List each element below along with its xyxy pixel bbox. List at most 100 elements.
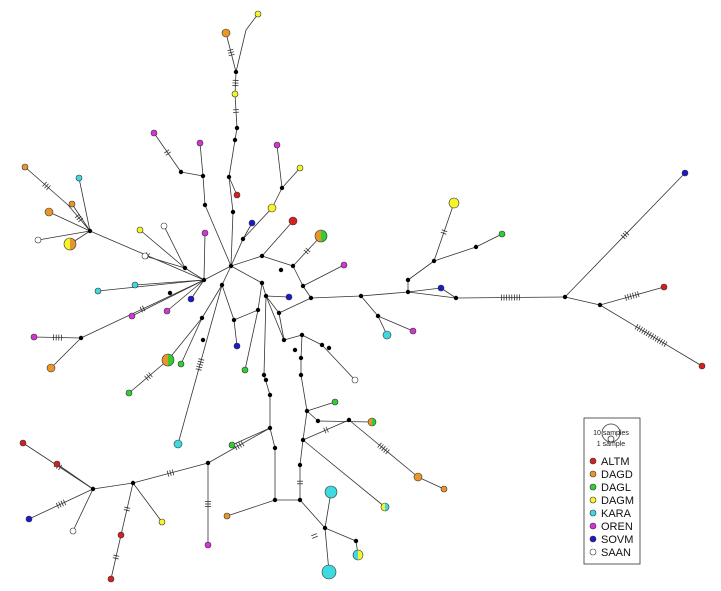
network-edge: [221, 265, 232, 286]
mutation-tick: [641, 328, 646, 334]
legend-label: ALTM: [601, 456, 630, 468]
haplotype-node: [285, 293, 293, 301]
haplotype-node: [131, 281, 139, 289]
network-edge: [321, 344, 356, 381]
median-vector-node: [200, 337, 206, 343]
legend-label: DAGL: [601, 482, 631, 494]
median-vector-node: [358, 293, 364, 299]
legend-swatch: [589, 457, 597, 465]
median-vector-node: [319, 342, 325, 348]
median-vector-node: [233, 69, 239, 75]
median-vector-node: [322, 525, 328, 531]
median-vector-node: [292, 347, 298, 353]
network-edge: [33, 336, 82, 339]
network-edge: [235, 29, 247, 73]
network-edge: [132, 482, 163, 523]
mutation-tick: [236, 443, 240, 449]
mutation-tick: [123, 509, 130, 512]
scale-circle-small: [607, 435, 615, 443]
legend-swatch: [589, 548, 597, 556]
network-edge: [278, 297, 312, 314]
haplotype-node: [107, 575, 115, 583]
legend-item: KARA: [589, 508, 632, 520]
median-vector-node: [263, 293, 269, 299]
haplotype-outline: [314, 229, 328, 243]
legend-item: OREN: [589, 521, 633, 533]
network-edge: [324, 527, 357, 542]
haplotype-node: [382, 330, 392, 340]
network-edge: [230, 238, 244, 267]
haplotype-node: [163, 307, 171, 315]
mutation-tick: [632, 292, 635, 299]
median-vector-node: [405, 289, 411, 295]
network-edge: [242, 207, 273, 240]
mutation-tick: [636, 325, 641, 331]
mutation-tick: [44, 183, 49, 189]
median-vector-node: [290, 263, 296, 269]
network-edge: [184, 267, 205, 281]
legend-label: SOVM: [601, 534, 633, 546]
median-vector-node: [178, 169, 184, 175]
haplotype-node: [440, 485, 448, 493]
mutation-tick: [124, 506, 131, 509]
median-vector-node: [298, 355, 304, 361]
median-vector-node: [182, 265, 188, 271]
mutation-tick: [238, 442, 242, 448]
median-vector-node: [259, 280, 265, 286]
haplotype-node: [324, 485, 338, 499]
haplotype-node: [233, 342, 241, 350]
network-edge: [166, 279, 205, 312]
median-vector-node: [597, 302, 603, 308]
median-vector-node: [278, 267, 284, 273]
haplotype-node: [34, 236, 42, 244]
legend: 10 samples 1 sample ALTMDAGDDAGLDAGMKARA…: [583, 417, 641, 565]
mutation-tick: [659, 338, 663, 345]
haplotype-node: [351, 376, 359, 384]
median-vector-node: [232, 137, 238, 143]
network-edge: [265, 295, 280, 314]
haplotype-node: [21, 163, 29, 171]
haplotype-node: [321, 564, 337, 580]
mutation-tick: [312, 535, 318, 539]
network-edge: [261, 255, 294, 267]
haplotype-outline: [161, 353, 175, 367]
network-edge: [92, 482, 134, 490]
median-vector-node: [255, 307, 261, 313]
haplotype-node: [698, 362, 706, 370]
mutation-tick: [624, 230, 630, 236]
median-vector-node: [304, 408, 310, 414]
network-edge: [299, 499, 326, 529]
mutation-tick: [325, 426, 329, 433]
mutation-tick: [197, 363, 203, 366]
mutation-tick: [55, 502, 60, 509]
mutation-tick: [634, 324, 639, 330]
legend-item: SOVM: [589, 534, 633, 546]
haplotype-node: [413, 472, 423, 482]
haplotype-outline: [380, 502, 390, 512]
median-vector-node: [261, 372, 267, 378]
haplotype-node: [160, 222, 168, 230]
network-edge: [228, 176, 234, 213]
median-vector-node: [205, 460, 211, 466]
haplotype-node: [136, 226, 144, 234]
network-edge: [433, 202, 455, 262]
haplotype-slice: [168, 354, 174, 366]
network-edge: [261, 282, 267, 297]
network-edge: [230, 265, 263, 284]
mutation-tick: [166, 470, 170, 477]
haplotype-slice: [162, 354, 168, 366]
mutation-tick: [60, 500, 64, 507]
network-edge: [48, 211, 91, 232]
network-edge: [28, 488, 94, 520]
network-edge: [360, 295, 379, 317]
haplotype-outline: [352, 549, 364, 561]
mutation-tick: [323, 427, 327, 434]
network-edge: [134, 279, 205, 286]
median-vector-node: [226, 174, 232, 180]
haplotype-node: [498, 230, 506, 238]
median-vector-node: [78, 335, 84, 341]
network-edge: [203, 232, 206, 281]
mutation-tick: [379, 444, 384, 450]
mutation-tick: [197, 360, 204, 364]
median-vector-node: [228, 263, 234, 269]
